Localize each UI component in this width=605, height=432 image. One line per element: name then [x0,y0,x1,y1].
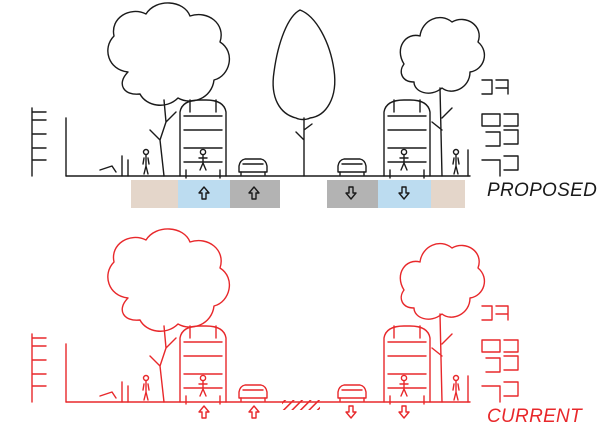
bus-icon [180,326,226,404]
cyclist-icon [400,149,408,170]
tree-icon [273,10,335,176]
bus-lane-northbound [178,180,230,208]
arrow-down-icon [399,406,409,418]
proposed-caption: PROPOSED [487,180,597,202]
bus-lane-southbound [378,180,431,208]
arrow-down-icon [346,406,356,418]
tree-icon [400,244,484,402]
building-icon [32,306,518,402]
pedestrian-icon [453,150,459,175]
pedestrian-icon [453,376,459,401]
cyclist-icon [199,375,207,396]
tree-icon [108,229,230,402]
arrow-up-icon [199,406,209,418]
bus-icon [384,326,430,404]
cyclist-icon [400,375,408,396]
cyclist-icon [199,149,207,170]
car-icon [338,159,366,175]
proposed-section [32,3,518,208]
pedestrian-icon [143,376,149,401]
car-icon [239,385,267,401]
footway-left [131,180,178,208]
pedestrian-icon [143,150,149,175]
bus-icon [384,100,430,178]
current-caption: CURRENT [487,406,582,428]
car-icon [239,159,267,175]
current-section [32,229,518,418]
tree-icon [108,3,230,176]
tree-icon [400,18,484,176]
footway-right [431,180,465,208]
bus-icon [180,100,226,178]
car-icon [338,385,366,401]
traffic-lane-northbound [230,180,280,208]
arrow-up-icon [249,406,259,418]
traffic-lane-southbound [327,180,378,208]
